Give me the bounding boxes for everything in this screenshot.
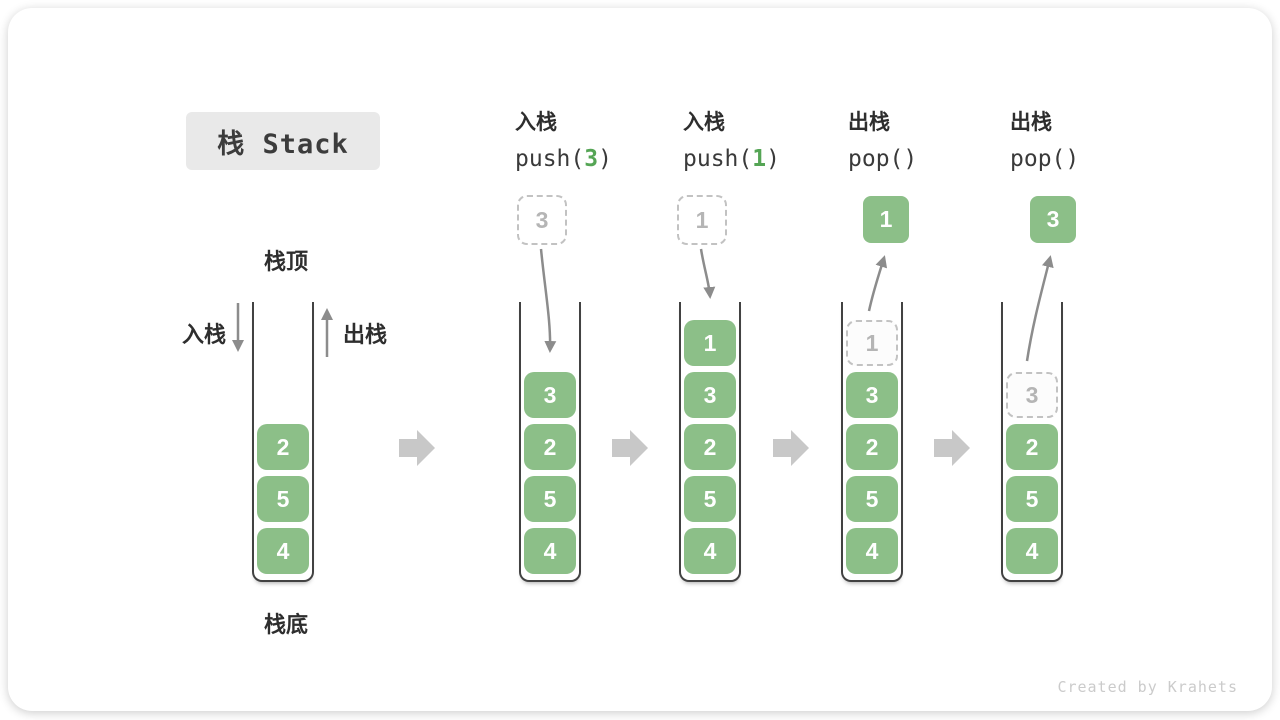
stack-element: 2 (524, 424, 576, 470)
stack-top-label: 栈顶 (263, 249, 308, 274)
title-box: 栈 Stack (186, 112, 380, 170)
stack-element: 4 (524, 528, 576, 574)
stack-element: 2 (684, 424, 736, 470)
stack-element: 1 (684, 320, 736, 366)
stack-well-pop-2: 3 2 5 4 (1001, 302, 1063, 582)
popped-value-box: 1 (863, 196, 909, 243)
code-argument: 3 (584, 146, 599, 172)
stack-element: 4 (257, 528, 309, 574)
op-code: pop() (848, 146, 918, 172)
op-header-push-3: 入栈 push(3) (515, 106, 685, 172)
code-argument: 1 (752, 146, 767, 172)
stack-well-pop-1: 1 3 2 5 4 (841, 302, 903, 582)
op-code: push(3) (515, 146, 612, 172)
stack-element: 3 (846, 372, 898, 418)
stack-well-initial: 2 5 4 (252, 302, 314, 582)
stack-well-push-3: 3 2 5 4 (519, 302, 581, 582)
stack-element: 2 (846, 424, 898, 470)
op-header-pop-2: 出栈 pop() (1010, 106, 1180, 172)
op-label: 入栈 (515, 111, 557, 134)
watermark: Created by Krahets (1057, 678, 1238, 696)
stack-element: 3 (524, 372, 576, 418)
incoming-value-box: 3 (517, 195, 567, 245)
stack-element: 4 (684, 528, 736, 574)
stack-element: 2 (257, 424, 309, 470)
stack-element: 5 (1006, 476, 1058, 522)
op-label: 出栈 (848, 111, 890, 134)
stack-element: 5 (257, 476, 309, 522)
op-code: push(1) (683, 146, 780, 172)
op-header-push-1: 入栈 push(1) (683, 106, 853, 172)
stack-element: 3 (684, 372, 736, 418)
stack-element: 5 (684, 476, 736, 522)
stack-bottom-label: 栈底 (263, 612, 308, 637)
push-direction-label: 入栈 (181, 322, 226, 347)
op-label: 出栈 (1010, 111, 1052, 134)
stack-element-removed: 1 (846, 320, 898, 366)
op-label: 入栈 (683, 111, 725, 134)
stack-element: 2 (1006, 424, 1058, 470)
stack-element: 5 (524, 476, 576, 522)
page-title: 栈 Stack (217, 128, 349, 160)
popped-value-box: 3 (1030, 196, 1076, 243)
op-header-pop-1: 出栈 pop() (848, 106, 1018, 172)
op-code: pop() (1010, 146, 1080, 172)
stack-element: 5 (846, 476, 898, 522)
pop-direction-label: 出栈 (343, 322, 388, 347)
stack-element-removed: 3 (1006, 372, 1058, 418)
stack-element: 4 (846, 528, 898, 574)
incoming-value-box: 1 (677, 195, 727, 245)
stack-element: 4 (1006, 528, 1058, 574)
stack-well-push-1: 1 3 2 5 4 (679, 302, 741, 582)
